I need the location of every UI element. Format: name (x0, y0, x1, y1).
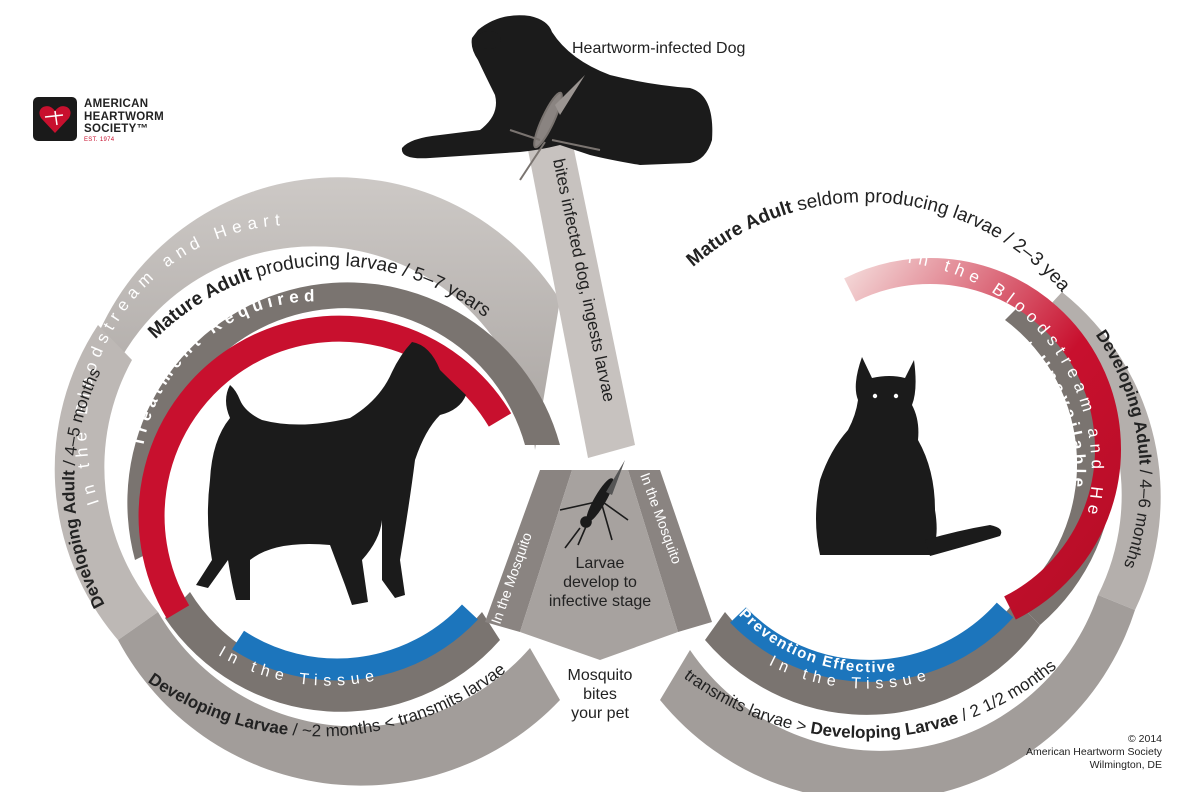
copyright-year: © 2014 (1127, 733, 1162, 745)
dog-outer-band-top (100, 177, 560, 450)
cat-outer-band-bottom (660, 595, 1135, 792)
center-funnel (520, 470, 678, 660)
mosquito-bites-line2: bites (583, 686, 617, 703)
logo-line-3: SOCIETY™ (84, 123, 149, 135)
dog-prevention-arc[interactable] (232, 604, 479, 681)
mosquito-band-left (485, 470, 572, 632)
cat-treatment-arc[interactable] (844, 258, 1121, 620)
cat-inner-band-bottom (705, 600, 1040, 715)
cat-outer-band-right (1036, 292, 1161, 610)
dog-outer-band-bottom (118, 612, 560, 786)
logo-est: EST. 1974 (84, 136, 115, 143)
mosquito-icon (559, 460, 629, 549)
infected-dog-caption: Heartworm-infected Dog (572, 40, 745, 57)
dog-treatment-arc[interactable] (138, 315, 512, 619)
dog-inner-band-bottom (165, 592, 500, 712)
mosquito-band-right (628, 470, 712, 632)
vertical-band (528, 140, 635, 458)
larvae-develop-line2: develop to (563, 574, 637, 591)
mosquito-bites-line1: Mosquito (568, 667, 633, 684)
mosquito-bites-line3: your pet (571, 705, 629, 722)
dog-outer-band-left (54, 325, 159, 640)
cat-silhouette-icon (816, 357, 1002, 556)
heart-mosquito-logo-icon (33, 97, 77, 141)
logo-wordmark: AMERICAN HEARTWORM SOCIETY™ EST. 1974 (84, 98, 164, 144)
logo-line-1: AMERICAN (84, 98, 149, 110)
copyright-block: © 2014 American Heartworm Society Wilmin… (1026, 733, 1162, 772)
copyright-location: Wilmington, DE (1089, 759, 1162, 771)
larvae-develop-line1: Larvae (576, 555, 625, 572)
logo-line-2: HEARTWORM (84, 110, 164, 123)
infected-dog-silhouette-icon (401, 15, 713, 166)
dog-silhouette-icon (196, 342, 466, 605)
cat-prevention-arc[interactable] (730, 602, 1014, 682)
larvae-develop-line3: infective stage (549, 593, 651, 610)
copyright-org: American Heartworm Society (1026, 746, 1162, 758)
biting-mosquito-icon (509, 75, 601, 181)
center-mosquito-section: bites infected dog, ingests larvae In th… (485, 140, 712, 722)
